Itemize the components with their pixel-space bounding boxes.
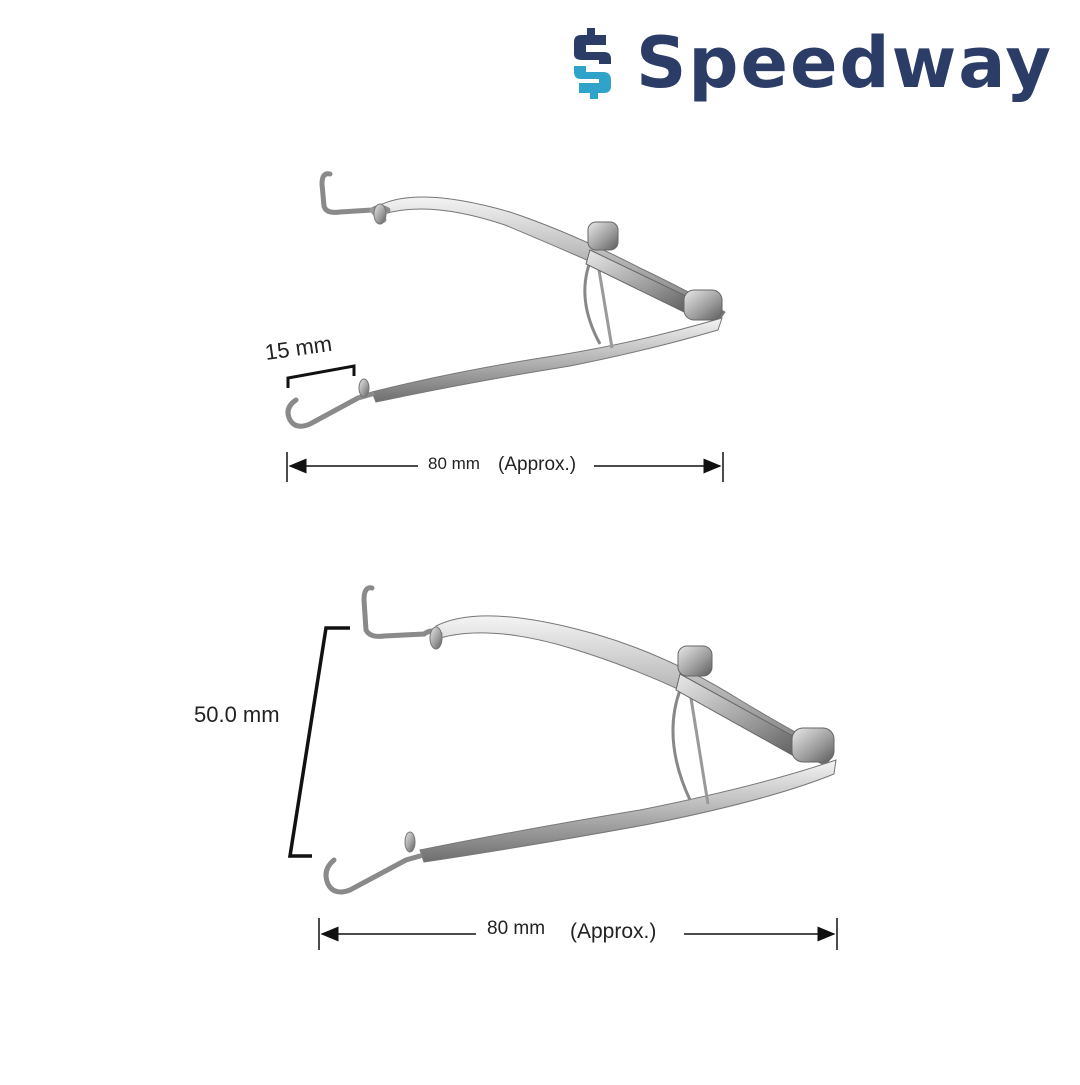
top-speculum-image: [285, 171, 726, 429]
opening-label: 50.0 mm: [194, 702, 280, 727]
top-length-value: 80 mm: [428, 454, 480, 473]
bottom-length-dimension: [318, 918, 838, 950]
blade-width-bracket: [286, 364, 356, 388]
bottom-speculum-image: [323, 585, 837, 895]
brand-name: Speedway: [636, 22, 1053, 104]
speedway-logo-icon: [574, 28, 611, 99]
top-length-dimension: [286, 452, 724, 482]
opening-bracket: [287, 626, 350, 858]
bottom-length-note: (Approx.): [570, 920, 657, 943]
top-length-note: (Approx.): [498, 454, 577, 475]
bottom-length-value: 80 mm: [487, 918, 546, 939]
